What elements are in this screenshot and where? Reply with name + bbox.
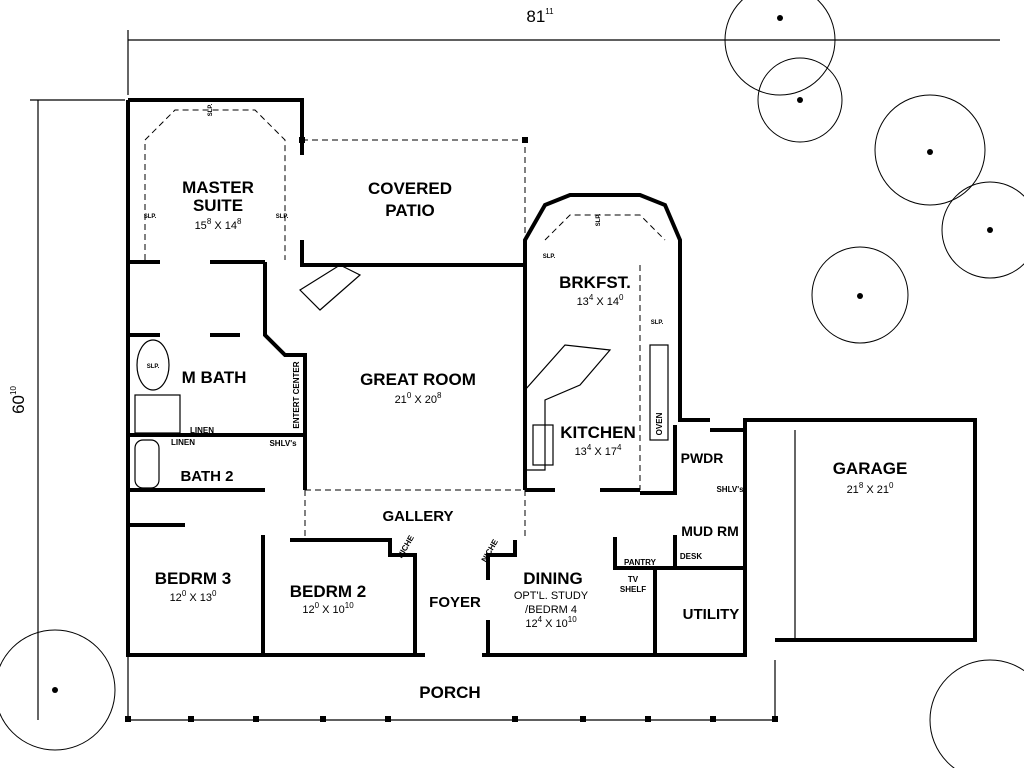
svg-text:120 X 130: 120 X 130: [170, 589, 217, 604]
svg-text:LINEN: LINEN: [171, 438, 195, 447]
svg-text:BEDRM 2: BEDRM 2: [290, 582, 367, 601]
svg-text:SLP.: SLP.: [596, 213, 602, 226]
room-utility: UTILITY: [683, 606, 740, 623]
svg-text:SLP.: SLP.: [276, 214, 289, 220]
svg-text:LINEN: LINEN: [190, 426, 214, 435]
overall-depth: 6010: [9, 386, 28, 414]
exterior-walls: [126, 98, 977, 657]
room-gallery: GALLERY: [382, 508, 453, 525]
svg-text:SUITE: SUITE: [193, 196, 243, 215]
svg-text:DESK: DESK: [680, 552, 702, 561]
room-dining: DINING OPT'L. STUDY /BEDRM 4 124 X 1010: [514, 569, 589, 630]
svg-text:120 X 1010: 120 X 1010: [302, 601, 354, 616]
svg-text:DINING: DINING: [523, 569, 583, 588]
svg-text:KITCHEN: KITCHEN: [560, 423, 636, 442]
svg-text:SHLV's: SHLV's: [269, 439, 297, 448]
svg-text:/BEDRM 4: /BEDRM 4: [525, 604, 577, 616]
brkfst-bay-dashed: [544, 214, 666, 241]
svg-text:COVERED: COVERED: [368, 179, 452, 198]
svg-text:ENTERT CENTER: ENTERT CENTER: [292, 361, 301, 428]
svg-text:SLP.: SLP.: [543, 254, 556, 260]
svg-text:NICHE: NICHE: [480, 537, 501, 564]
svg-text:SHLV's: SHLV's: [716, 485, 744, 494]
master-tub: [136, 339, 170, 391]
svg-text:GREAT ROOM: GREAT ROOM: [360, 370, 476, 389]
stove: [532, 424, 554, 466]
interior-walls: [128, 260, 745, 655]
master-tray-ceiling: [144, 109, 286, 260]
svg-text:SLP.: SLP.: [147, 364, 160, 370]
svg-text:SLP.: SLP.: [651, 320, 664, 326]
svg-text:SLP.: SLP.: [144, 214, 157, 220]
kitchen-island: [524, 344, 612, 471]
svg-text:210 X 208: 210 X 208: [395, 391, 442, 406]
gallery-dashed: [305, 489, 526, 540]
room-breakfast: BRKFST. 134 X 140: [559, 273, 631, 308]
room-powder: PWDR: [681, 450, 724, 466]
porch-outline: [125, 655, 778, 722]
room-master-bath: M BATH: [182, 368, 247, 387]
svg-text:PATIO: PATIO: [385, 201, 434, 220]
svg-text:OPT'L. STUDY: OPT'L. STUDY: [514, 590, 589, 602]
overall-width: 8111: [526, 7, 554, 26]
fireplace: [299, 264, 362, 311]
room-covered-patio: COVERED PATIO: [368, 179, 452, 220]
room-bedroom-2: BEDRM 2 120 X 1010: [290, 582, 367, 616]
room-mud-room: MUD RM: [681, 523, 739, 539]
svg-text:158 X 148: 158 X 148: [195, 217, 242, 232]
svg-text:MASTER: MASTER: [182, 178, 254, 197]
bath2-tub: [134, 439, 160, 489]
svg-text:BEDRM 3: BEDRM 3: [155, 569, 232, 588]
svg-text:BRKFST.: BRKFST.: [559, 273, 631, 292]
svg-text:218 X 210: 218 X 210: [847, 481, 894, 496]
svg-text:SLP.: SLP.: [208, 103, 214, 116]
oven-cabinet: [649, 344, 669, 441]
room-master-suite: MASTER SUITE 158 X 148: [182, 178, 254, 232]
svg-text:124 X 1010: 124 X 1010: [525, 615, 577, 630]
shower: [134, 394, 181, 434]
svg-text:134 X 140: 134 X 140: [577, 293, 624, 308]
svg-text:PANTRY: PANTRY: [624, 558, 657, 567]
room-great-room: GREAT ROOM 210 X 208: [360, 370, 476, 406]
room-bath-2: BATH 2: [180, 468, 233, 485]
room-bedroom-3: BEDRM 3 120 X 130: [155, 569, 232, 604]
room-porch: PORCH: [419, 683, 480, 702]
patio-posts: [299, 137, 528, 143]
svg-text:TV: TV: [628, 575, 639, 584]
room-foyer: FOYER: [429, 594, 481, 611]
dimension-lines: [30, 30, 1000, 720]
svg-text:SHELF: SHELF: [620, 585, 646, 594]
svg-text:OVEN: OVEN: [655, 412, 664, 435]
room-kitchen: KITCHEN 134 X 174: [560, 423, 636, 458]
svg-text:134 X 174: 134 X 174: [575, 443, 622, 458]
svg-text:GARAGE: GARAGE: [833, 459, 908, 478]
room-garage: GARAGE 218 X 210: [833, 459, 908, 496]
